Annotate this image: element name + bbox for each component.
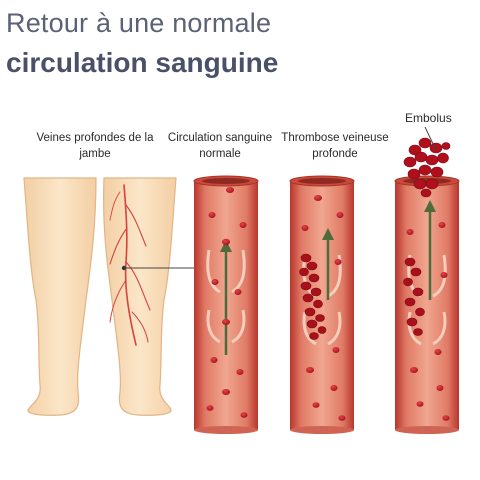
embolus-pointer-line [424,126,437,151]
leg-illustration [23,177,177,416]
embolus-clump [403,137,451,198]
page-title-line1: Retour à une normale [6,8,272,38]
caption-deep-veins-leg: Veines profondes de la jambe [36,132,154,160]
vessel-thrombosis [289,175,355,434]
vessel-embolus [394,126,460,434]
vessel-normal [193,175,259,434]
caption-deep-vein-thrombosis: Thrombose veineuse profonde [281,132,389,160]
caption-embolus: Embolus [405,111,452,125]
caption-normal-circulation: Circulation sanguine normale [167,132,273,160]
page-title-line2: circulation sanguine [6,47,279,78]
clot-shape [299,253,327,340]
clot-shape [403,257,425,336]
